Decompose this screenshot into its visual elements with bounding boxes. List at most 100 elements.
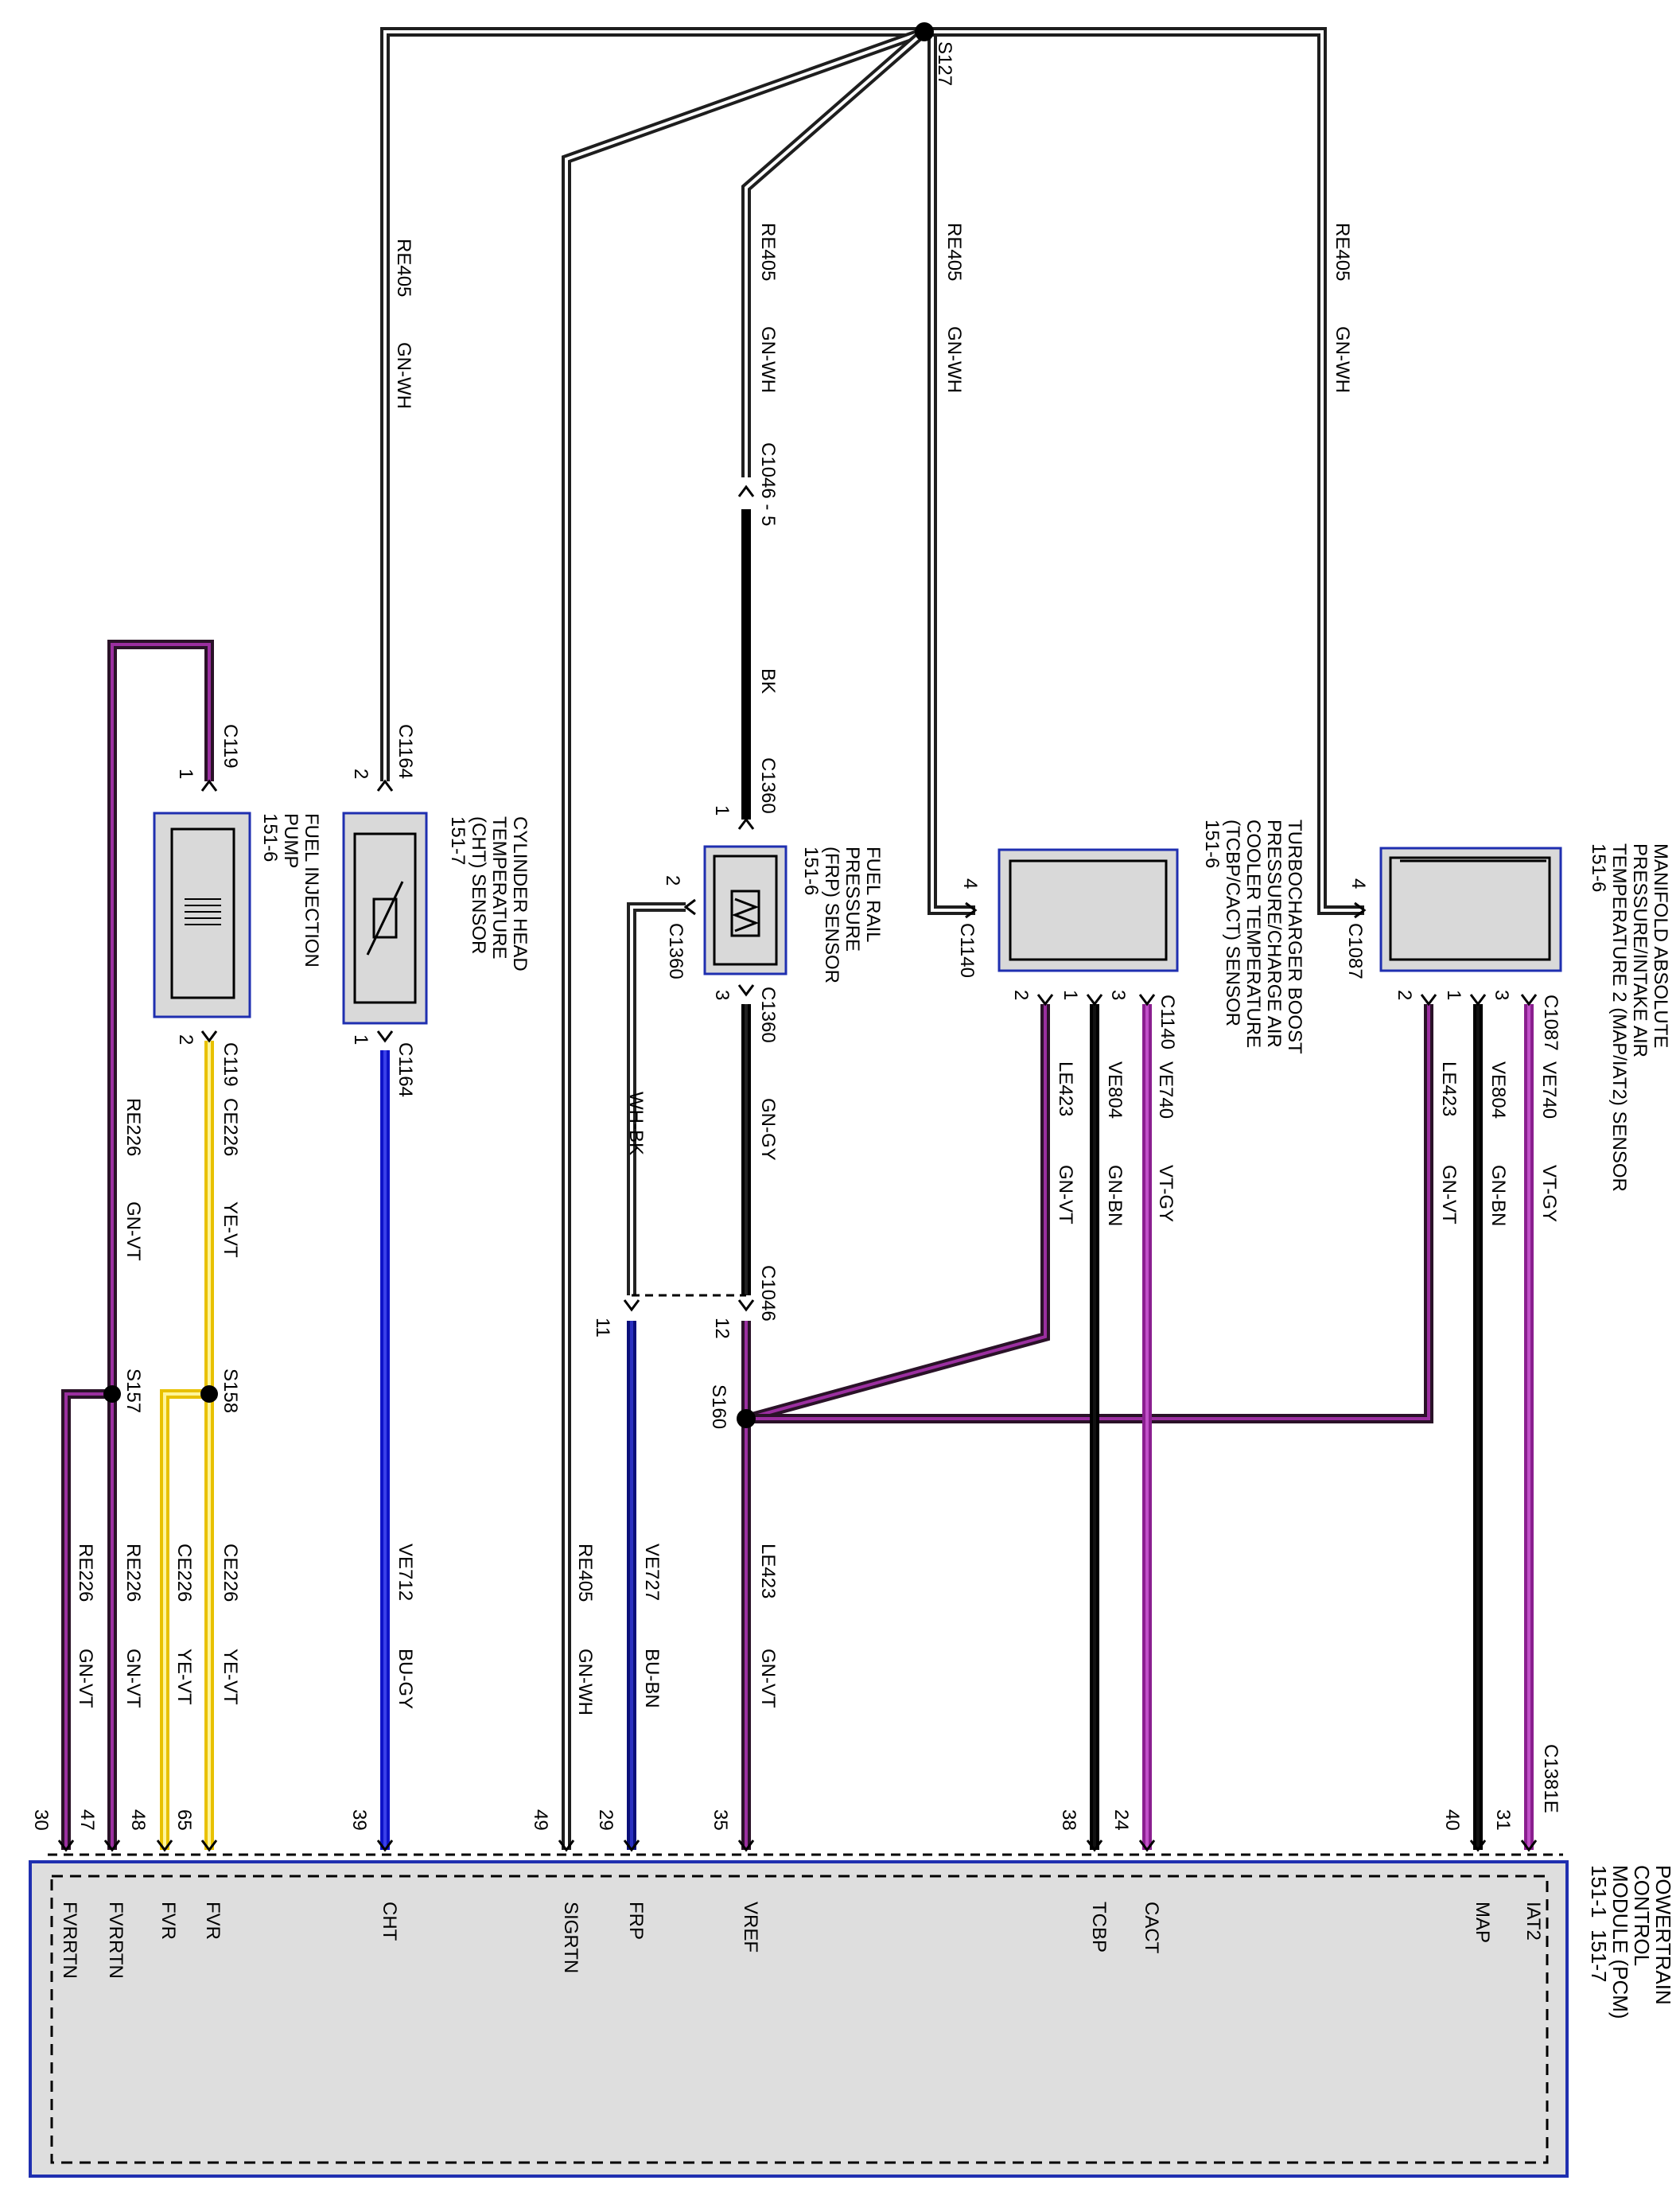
wire-re226-30 <box>61 1389 112 1850</box>
pcm-pin-30-label: FVRRTN <box>59 1902 80 1979</box>
pcm-pin-35-num: 35 <box>710 1809 731 1831</box>
fuel-pump-name: FUEL INJECTION PUMP 151-6 <box>259 813 322 968</box>
wire-re226-30-circuit: RE226 <box>75 1544 96 1602</box>
splice-s157-label: S157 <box>122 1369 144 1414</box>
thermistor-icon <box>366 881 404 956</box>
wire-re405-map <box>924 27 1364 915</box>
splice-s157-dot <box>103 1385 121 1403</box>
pcm-module-inner-dash <box>50 1875 1549 2164</box>
frp-pin-3: 3 <box>711 990 733 1001</box>
fuel-injection-pump-inner <box>170 827 235 999</box>
pcm-pin-29-label: FRP <box>625 1902 647 1940</box>
c1046-pin-11: 11 <box>592 1318 613 1337</box>
splice-s160-label: S160 <box>708 1384 729 1430</box>
map-pin-1: 1 <box>1443 990 1464 1001</box>
pcm-pin-39-num: 39 <box>348 1809 370 1831</box>
pcm-pin-65-label: FVR <box>202 1902 224 1940</box>
pcm-pin-48-label: FVR <box>158 1902 179 1940</box>
wire-le423-35-color: GN-VT <box>757 1649 779 1708</box>
wire-le423-35-circuit: LE423 <box>757 1544 779 1599</box>
pcm-pin-38-label: TCBP <box>1088 1902 1110 1953</box>
wire-ce226-48-color: YE-VT <box>173 1649 195 1705</box>
pcm-pin-48-num: 48 <box>127 1809 149 1831</box>
cht-sensor-box <box>342 812 428 1025</box>
pcm-pin-29-num: 29 <box>595 1809 616 1831</box>
wire-wh-bk <box>627 902 686 1295</box>
wire-ve712-circuit: VE712 <box>395 1544 416 1602</box>
pcm-pin-24-num: 24 <box>1110 1809 1132 1831</box>
wire-ce226-65-color: YE-VT <box>220 1649 241 1705</box>
pcm-pin-24-label: CACT <box>1141 1902 1162 1954</box>
splice-s160-dot <box>737 1409 756 1428</box>
wire-re405-b-color: GN-WH <box>757 326 779 393</box>
map-sensor-name: MANIFOLD ABSOLUTE PRESSURE/INTAKE AIR TE… <box>1588 843 1671 1192</box>
splice-s158-label: S158 <box>220 1369 241 1414</box>
wire-ve804-tcbp-color: GN-BN <box>1104 1165 1126 1227</box>
fuel-pump-pin-bottom: 2 <box>175 1034 196 1045</box>
splice-s158-dot <box>200 1385 218 1403</box>
wire-le423-map-color: GN-VT <box>1438 1165 1460 1225</box>
map-connector-side: C1087 <box>1344 923 1366 979</box>
pcm-pin-31-label: IAT2 <box>1522 1902 1544 1941</box>
cht-pin-top: 2 <box>350 769 371 780</box>
wire-re226-47-color: GN-VT <box>122 1649 144 1708</box>
tcbp-connector-bottom: C1140 <box>1157 995 1178 1049</box>
pcm-pin-35-label: VREF <box>740 1902 761 1953</box>
injector-coil-icon <box>185 898 221 925</box>
wire-ve804-map-color: GN-BN <box>1488 1165 1509 1227</box>
wire-ce226-48 <box>160 1389 209 1850</box>
pcm-pin-49-label: SIGRTN <box>560 1902 581 1974</box>
pcm-pin-38-num: 38 <box>1058 1809 1079 1831</box>
frp-connector-side: C1360 <box>665 923 686 979</box>
wire-ve740-map-circuit: VE740 <box>1538 1061 1560 1119</box>
splice-s127-dot <box>915 22 934 41</box>
wire-le423-tcbp <box>745 1004 1050 1423</box>
wire-re405-frp <box>741 28 928 477</box>
wire-ve804-map-circuit: VE804 <box>1488 1061 1509 1119</box>
c1046-pin-12: 12 <box>711 1318 733 1339</box>
wire-re405-cht <box>380 27 924 781</box>
wire-re405-sigrtn <box>562 27 927 1850</box>
fuel-pump-connector-top: C119 <box>220 724 241 769</box>
wire-gn-gy-color: GN-GY <box>757 1098 779 1161</box>
pcm-pin-30-num: 30 <box>30 1809 52 1831</box>
wire-ce226-65-circuit: CE226 <box>220 1544 241 1602</box>
wire-wh-bk-color: WH-BK <box>625 1092 647 1155</box>
tcbp-pin-1: 1 <box>1060 990 1081 1001</box>
map-pin-2: 2 <box>1394 990 1415 1001</box>
wire-re405-a-color: GN-WH <box>393 342 414 409</box>
wire-re405-a-circuit: RE405 <box>393 239 414 298</box>
cht-connector-top: C1164 <box>395 724 416 779</box>
pcm-pin-39-label: CHT <box>379 1902 400 1941</box>
pcm-pin-31-num: 31 <box>1492 1809 1514 1831</box>
wire-re405-c-circuit: RE405 <box>943 223 965 282</box>
wire-group <box>61 27 1534 1850</box>
fuel-pump-pin-top: 1 <box>175 769 196 780</box>
wire-le423-tcbp-circuit: LE423 <box>1055 1061 1076 1117</box>
cht-connector-bottom: C1164 <box>395 1042 416 1097</box>
wire-ve804-tcbp-circuit: VE804 <box>1104 1061 1126 1119</box>
map-sensor-box <box>1379 847 1562 972</box>
wire-ce226-48-circuit: CE226 <box>173 1544 195 1602</box>
potentiometer-icon <box>730 890 760 937</box>
wire-ve727-color: BU-BN <box>641 1649 663 1708</box>
map-sensor-inner <box>1389 856 1551 961</box>
frp-pin-1: 1 <box>711 805 733 816</box>
wire-re405-e-color: GN-WH <box>574 1649 596 1715</box>
frp-pin-2: 2 <box>662 875 683 886</box>
wire-ve740-map-color: VT-GY <box>1538 1165 1560 1223</box>
wire-re226-top-color: GN-VT <box>122 1201 144 1261</box>
frp-connector-bottom: C1360 <box>757 987 779 1043</box>
wire-re226-top-circuit: RE226 <box>122 1098 144 1157</box>
pcm-pin-40-num: 40 <box>1441 1809 1463 1831</box>
wire-ve740-tcbp-color: VT-GY <box>1155 1165 1176 1223</box>
cht-sensor-name: CYLINDER HEAD TEMPERATURE (CHT) SENSOR 1… <box>447 816 531 971</box>
wire-bk-color: BK <box>757 668 779 695</box>
map-pin-4: 4 <box>1348 878 1369 890</box>
wire-le423-map-circuit: LE423 <box>1438 1061 1460 1117</box>
tcbp-sensor-inner <box>1009 859 1168 961</box>
pcm-pin-47-label: FVRRTN <box>105 1902 126 1979</box>
pcm-pin-49-num: 49 <box>530 1809 551 1831</box>
tcbp-connector-side: C1140 <box>956 923 978 978</box>
